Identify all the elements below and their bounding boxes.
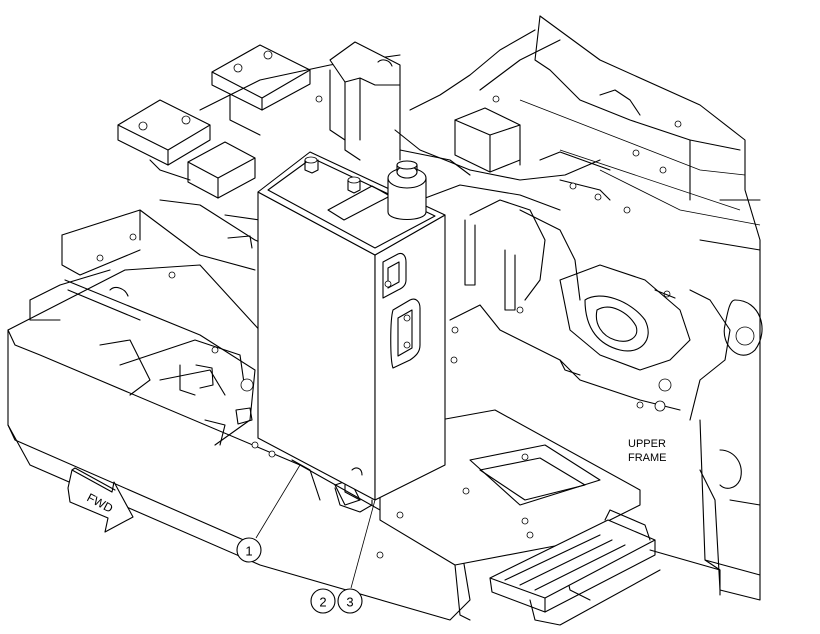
upper-frame-outline	[409, 15, 763, 601]
leader-line-3	[350, 499, 376, 589]
callout-number-2: 2	[319, 595, 326, 610]
leader-line-1	[255, 464, 301, 539]
callout-1: 1	[236, 537, 262, 563]
callout-3: 3	[337, 588, 363, 614]
callout-circle-3	[337, 588, 363, 614]
forward-direction-arrow: FWD	[67, 467, 134, 533]
filler-cap-neck	[387, 177, 427, 221]
support-tower	[329, 41, 521, 176]
upper-frame-label: UPPER FRAME	[628, 438, 667, 464]
callout-2: 2	[310, 588, 336, 614]
upper-frame-label-line1: UPPER	[628, 438, 666, 450]
callout-number-3: 3	[346, 595, 353, 610]
callout-circle-1	[236, 537, 262, 563]
upper-frame-label-line2: FRAME	[628, 452, 667, 464]
tank-assembly	[257, 151, 446, 513]
callout-circle-2	[310, 588, 336, 614]
tank-top	[257, 151, 446, 256]
rear-mounting-brackets	[117, 44, 401, 199]
boom-pivot-bracket	[449, 199, 691, 412]
callout-number-1: 1	[245, 544, 252, 559]
callout-leaders	[255, 464, 376, 589]
